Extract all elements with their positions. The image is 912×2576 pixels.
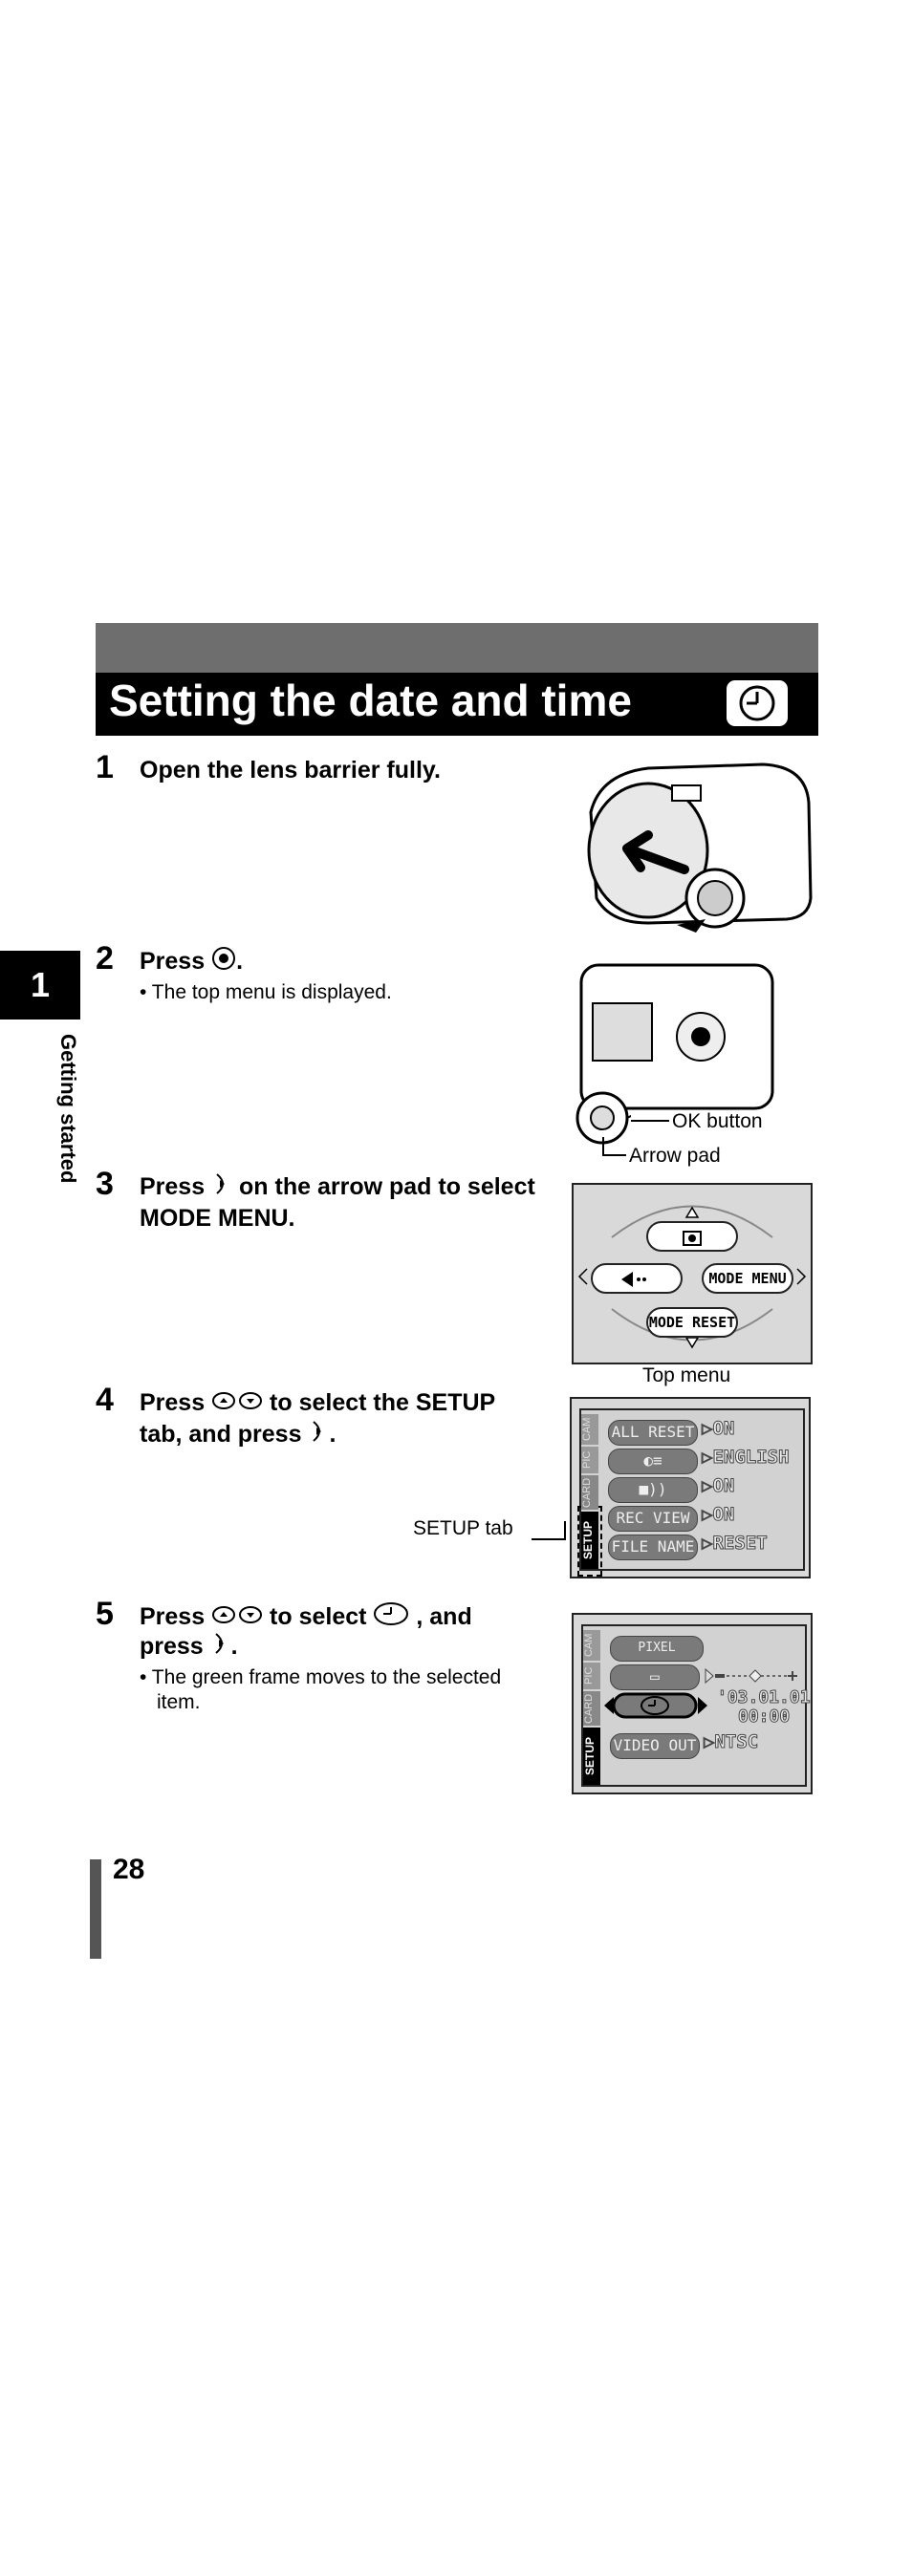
video-out-value: NTSC xyxy=(714,1731,759,1753)
arrow-pad-callout-line xyxy=(602,1137,604,1154)
step-4-line2: tab, and press . xyxy=(140,1419,336,1452)
step-3-line2: MODE MENU. xyxy=(140,1205,295,1232)
step-2-number: 2 xyxy=(96,940,114,977)
camera-front-illustration xyxy=(572,755,820,941)
menu-value-language: ▷ENGLISH xyxy=(702,1447,791,1469)
time-value: 00:00 xyxy=(737,1707,791,1728)
arrow-right-button-icon xyxy=(211,1171,232,1205)
setup-menu-2-screen: SETUP CARD PIC CAM PIXEL MAPPING ▭ '03.0… xyxy=(572,1613,813,1794)
ok-button-icon xyxy=(211,946,236,979)
chapter-label: Getting started xyxy=(56,1034,80,1184)
step-4-text-before: Press xyxy=(140,1389,206,1416)
top-menu-screen: MODE MENU MODE RESET xyxy=(572,1183,813,1364)
menu-value-beep: ▷ON xyxy=(701,1475,735,1497)
mode-reset-pill: MODE RESET xyxy=(646,1307,738,1338)
page-number: 28 xyxy=(113,1854,145,1885)
menu-value-video-out: ▷NTSC xyxy=(703,1731,759,1753)
step-2-bullet: • The top menu is displayed. xyxy=(140,981,392,1003)
camera-mode-pill xyxy=(646,1221,738,1252)
menu-row-video-out: VIDEO OUT xyxy=(610,1733,700,1759)
menu-value-all-reset: ▷ON xyxy=(701,1418,735,1440)
menu-row-file-name: FILE NAME xyxy=(608,1535,698,1560)
menu-row-rec-view: REC VIEW xyxy=(608,1506,698,1532)
chapter-tab: 1 xyxy=(0,951,80,1020)
language-icon: ◐≡ xyxy=(608,1449,698,1474)
step-5-line2-after: . xyxy=(230,1633,238,1661)
clock-row-selected xyxy=(602,1691,707,1720)
setup-tab: SETUP xyxy=(581,1512,598,1569)
step-4-line2-after: . xyxy=(329,1421,337,1449)
clock-icon xyxy=(727,680,788,726)
step-1-number: 1 xyxy=(96,749,114,785)
arrow-pad-zoom-icon xyxy=(574,1089,666,1151)
pic-tab: PIC xyxy=(581,1447,598,1473)
step-2-text-before: Press xyxy=(140,948,206,976)
beep-icon: ■)) xyxy=(608,1477,698,1503)
menu-value-rec-view: ▷ON xyxy=(701,1504,735,1526)
menu-row-all-reset: ALL RESET xyxy=(608,1420,698,1446)
step-5-bullet-line2: item. xyxy=(157,1691,201,1713)
arrow-up-down-buttons-icon xyxy=(211,1602,263,1634)
menu-row-pixel-mapping: PIXEL MAPPING xyxy=(610,1636,704,1678)
step-2-line: Press . xyxy=(140,946,243,979)
title-bar xyxy=(96,673,818,736)
page-number-bar xyxy=(90,1859,101,1959)
top-menu-caption: Top menu xyxy=(642,1364,731,1386)
mode-menu-pill: MODE MENU xyxy=(702,1263,793,1294)
clock-icon xyxy=(373,1601,409,1635)
step-5-line1: Press to select , and xyxy=(140,1601,472,1635)
header-band xyxy=(96,623,818,673)
step-4-number: 4 xyxy=(96,1382,114,1418)
arrow-right-button-icon xyxy=(308,1419,329,1452)
camera-back-illustration xyxy=(572,955,782,1123)
page-title: Setting the date and time xyxy=(109,676,632,725)
step-5-number: 5 xyxy=(96,1596,114,1632)
ok-callout-line xyxy=(631,1120,669,1122)
step-2-text-after: . xyxy=(236,948,244,976)
step-3-text-before: Press xyxy=(140,1173,206,1201)
step-4-line2-before: tab, and press xyxy=(140,1421,302,1449)
arrow-pad-callout: Arrow pad xyxy=(629,1145,721,1167)
step-5-text-before: Press xyxy=(140,1603,206,1631)
arrow-right-button-icon xyxy=(210,1631,231,1664)
step-5-line2: press . xyxy=(140,1631,238,1664)
cam-tab: CAM xyxy=(581,1414,598,1445)
card-tab: CARD xyxy=(581,1475,598,1510)
card-tab: CARD xyxy=(583,1691,600,1726)
all-reset-value: ON xyxy=(712,1418,735,1440)
rec-view-value: ON xyxy=(712,1504,735,1526)
step-5-line2-before: press xyxy=(140,1633,204,1661)
brightness-icon: ▭ xyxy=(610,1664,700,1690)
step-3-number: 3 xyxy=(96,1166,114,1202)
step-3-line1: Press on the arrow pad to select xyxy=(140,1171,535,1205)
date-value: '03.01.01 xyxy=(717,1687,812,1708)
setup-tab-callout-line xyxy=(532,1538,566,1540)
menu-value-file-name: ▷RESET xyxy=(702,1533,769,1555)
arrow-up-down-buttons-icon xyxy=(211,1388,263,1420)
step-5-bullet-line1: • The green frame moves to the selected xyxy=(140,1666,502,1688)
step-4-text-after: to select the SETUP xyxy=(270,1389,496,1416)
file-name-value: RESET xyxy=(712,1533,768,1555)
pic-tab: PIC xyxy=(583,1663,600,1689)
ok-button-callout: OK button xyxy=(672,1110,763,1132)
step-5-text-mid: to select xyxy=(270,1603,367,1631)
brightness-slider xyxy=(704,1664,799,1692)
setup-menu-screen: SETUP CARD PIC CAM ALL RESET ▷ON ◐≡ ▷ENG… xyxy=(570,1397,811,1578)
beep-value: ON xyxy=(712,1475,735,1497)
cam-tab: CAM xyxy=(583,1630,600,1661)
step-3-text-after: on the arrow pad to select xyxy=(239,1173,535,1201)
quality-pill xyxy=(591,1263,683,1294)
setup-tab-callout: SETUP tab xyxy=(413,1517,513,1539)
step-1-text: Open the lens barrier fully. xyxy=(140,757,441,784)
step-4-line1: Press to select the SETUP xyxy=(140,1387,495,1420)
setup-tab-callout-line-v xyxy=(564,1521,566,1540)
arrow-pad-callout-line-h xyxy=(602,1154,626,1156)
step-5-text-after: , and xyxy=(416,1603,472,1631)
language-value: ENGLISH xyxy=(712,1447,790,1469)
setup-tab: SETUP xyxy=(583,1728,600,1785)
